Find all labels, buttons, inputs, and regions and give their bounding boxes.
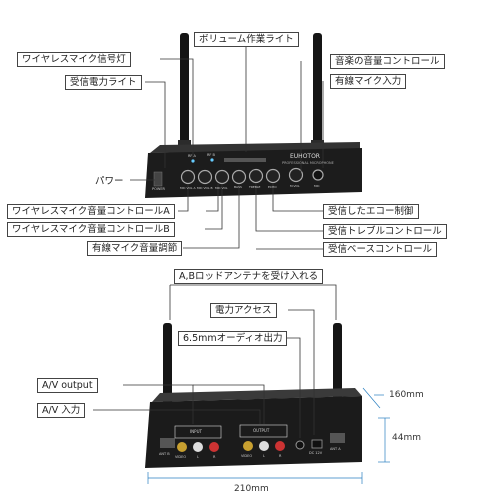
rf-a-text: RF A	[188, 154, 196, 158]
ant-b-text: ANT B	[159, 452, 170, 456]
knob-text-1: MIC VOL A	[180, 186, 196, 190]
av-output-label: A/V output	[37, 378, 98, 393]
knob-text-5: TREBLE	[249, 185, 261, 189]
wireless-volume-b-label: ワイヤレスマイク音量コントロールB	[7, 222, 175, 237]
back-jacks	[177, 439, 323, 452]
reception-light-label: 受信電力ライト	[65, 75, 142, 90]
rf-b-text: RF B	[207, 153, 215, 157]
wireless-volume-a-label: ワイヤレスマイク音量コントロールA	[7, 204, 175, 219]
back-device-top	[152, 388, 362, 402]
knob-text-3: MIC VOL	[215, 186, 228, 190]
power-access-label: 電力アクセス	[210, 303, 277, 318]
knob-text-7: M.VOL	[290, 184, 300, 188]
power-label: パワー	[95, 176, 124, 187]
audio-out-label: 6.5mmオーディオ出力	[178, 331, 288, 346]
front-subtitle: PROFESSIONAL MICROPHONE	[282, 161, 334, 165]
front-antenna-left	[178, 33, 191, 148]
antenna-label: A,Bロッドアンテナを受け入れる	[174, 269, 324, 284]
power-text: POWER	[152, 187, 165, 191]
rf-b-light	[210, 158, 214, 162]
wired-mic-input-label: 有線マイク入力	[330, 74, 407, 89]
height-dimension: 44mm	[392, 433, 421, 443]
width-dimension: 210mm	[234, 484, 269, 494]
front-knobs	[180, 167, 324, 185]
wired-mic-volume-label: 有線マイク音量調節	[87, 241, 183, 256]
jack-text-4: VIDEO	[241, 454, 253, 458]
front-brand: EUHOTOR	[290, 153, 320, 160]
volume-light-label: ボリューム作業ライト	[194, 32, 299, 47]
depth-dimension: 160mm	[389, 390, 424, 400]
jack-text-1: VIDEO	[175, 455, 187, 459]
av-input-label: A/V 入力	[37, 403, 86, 418]
group-output-text: OUTPUT	[253, 428, 270, 433]
jack-text-6: R	[279, 454, 282, 458]
jack-text-2: L	[197, 455, 199, 459]
jack-text-5: L	[263, 454, 265, 458]
knob-text-6: ECHO	[268, 185, 277, 189]
volume-meter	[224, 158, 266, 162]
jack-text-3: R	[213, 455, 216, 459]
wireless-signal-light-label: ワイヤレスマイク信号灯	[17, 52, 131, 67]
knob-text-2: MIC VOL B	[197, 186, 213, 190]
knob-text-8: MIC	[314, 184, 320, 188]
music-volume-control-label: 音楽の音量コントロール	[330, 54, 445, 69]
group-input-text: INPUT	[190, 429, 202, 434]
treble-control-label: 受信トレブルコントロール	[323, 224, 447, 239]
echo-control-label: 受信したエコー制御	[323, 204, 419, 219]
ant-a-text: ANT A	[330, 447, 341, 451]
knob-text-4: BASS	[234, 185, 242, 189]
front-power-switch	[153, 171, 163, 187]
bass-control-label: 受信ベースコントロール	[323, 242, 438, 257]
dc-text: DC 12V	[309, 451, 323, 455]
rf-a-light	[191, 159, 195, 163]
